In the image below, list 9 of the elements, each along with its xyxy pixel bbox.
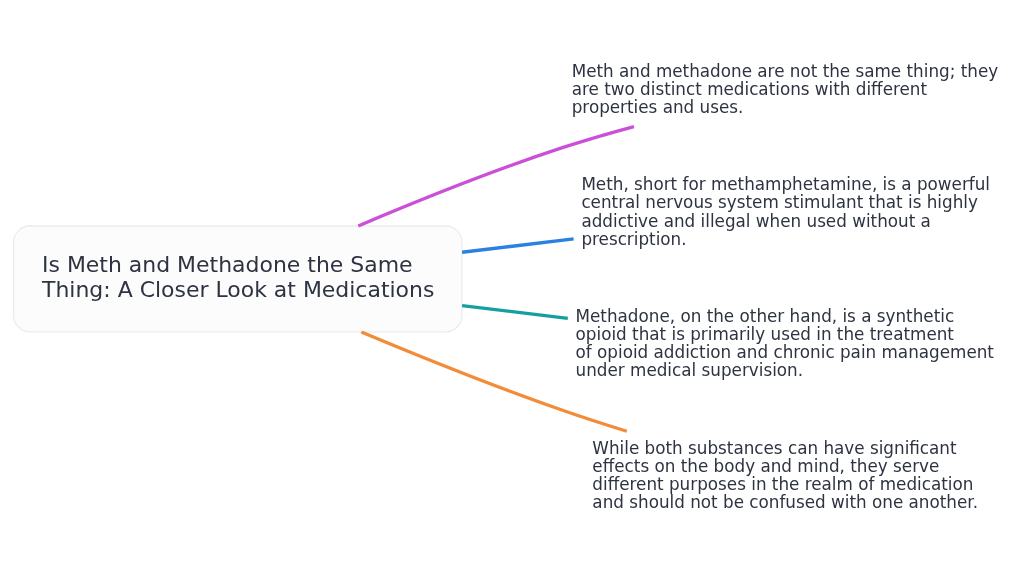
connector: [360, 330, 628, 433]
node-text: While both substances can have significant effects on the body and mind, they serve different purposes in the realm of medication and should not be confused with one another.: [592, 437, 978, 513]
node-box: Is Meth and Methadone the Same Thing: A Closer Look at Medications: [12, 225, 463, 333]
node-text: Meth and methadone are not the same thing; they are two distinct medications with different properties and uses.: [571, 60, 999, 117]
connector: [357, 124, 635, 228]
connector: [461, 237, 574, 254]
node-text: Meth, short for methamphetamine, is a powerful central nervous system stimulant that is highly addictive and illegal when used without a prescription.: [581, 174, 991, 249]
node-text: Methadone, on the other hand, is a synthetic opioid that is primarily used in the treatment of opioid addiction and chronic pain management under medical supervision.: [575, 306, 994, 381]
connector: [461, 304, 568, 320]
